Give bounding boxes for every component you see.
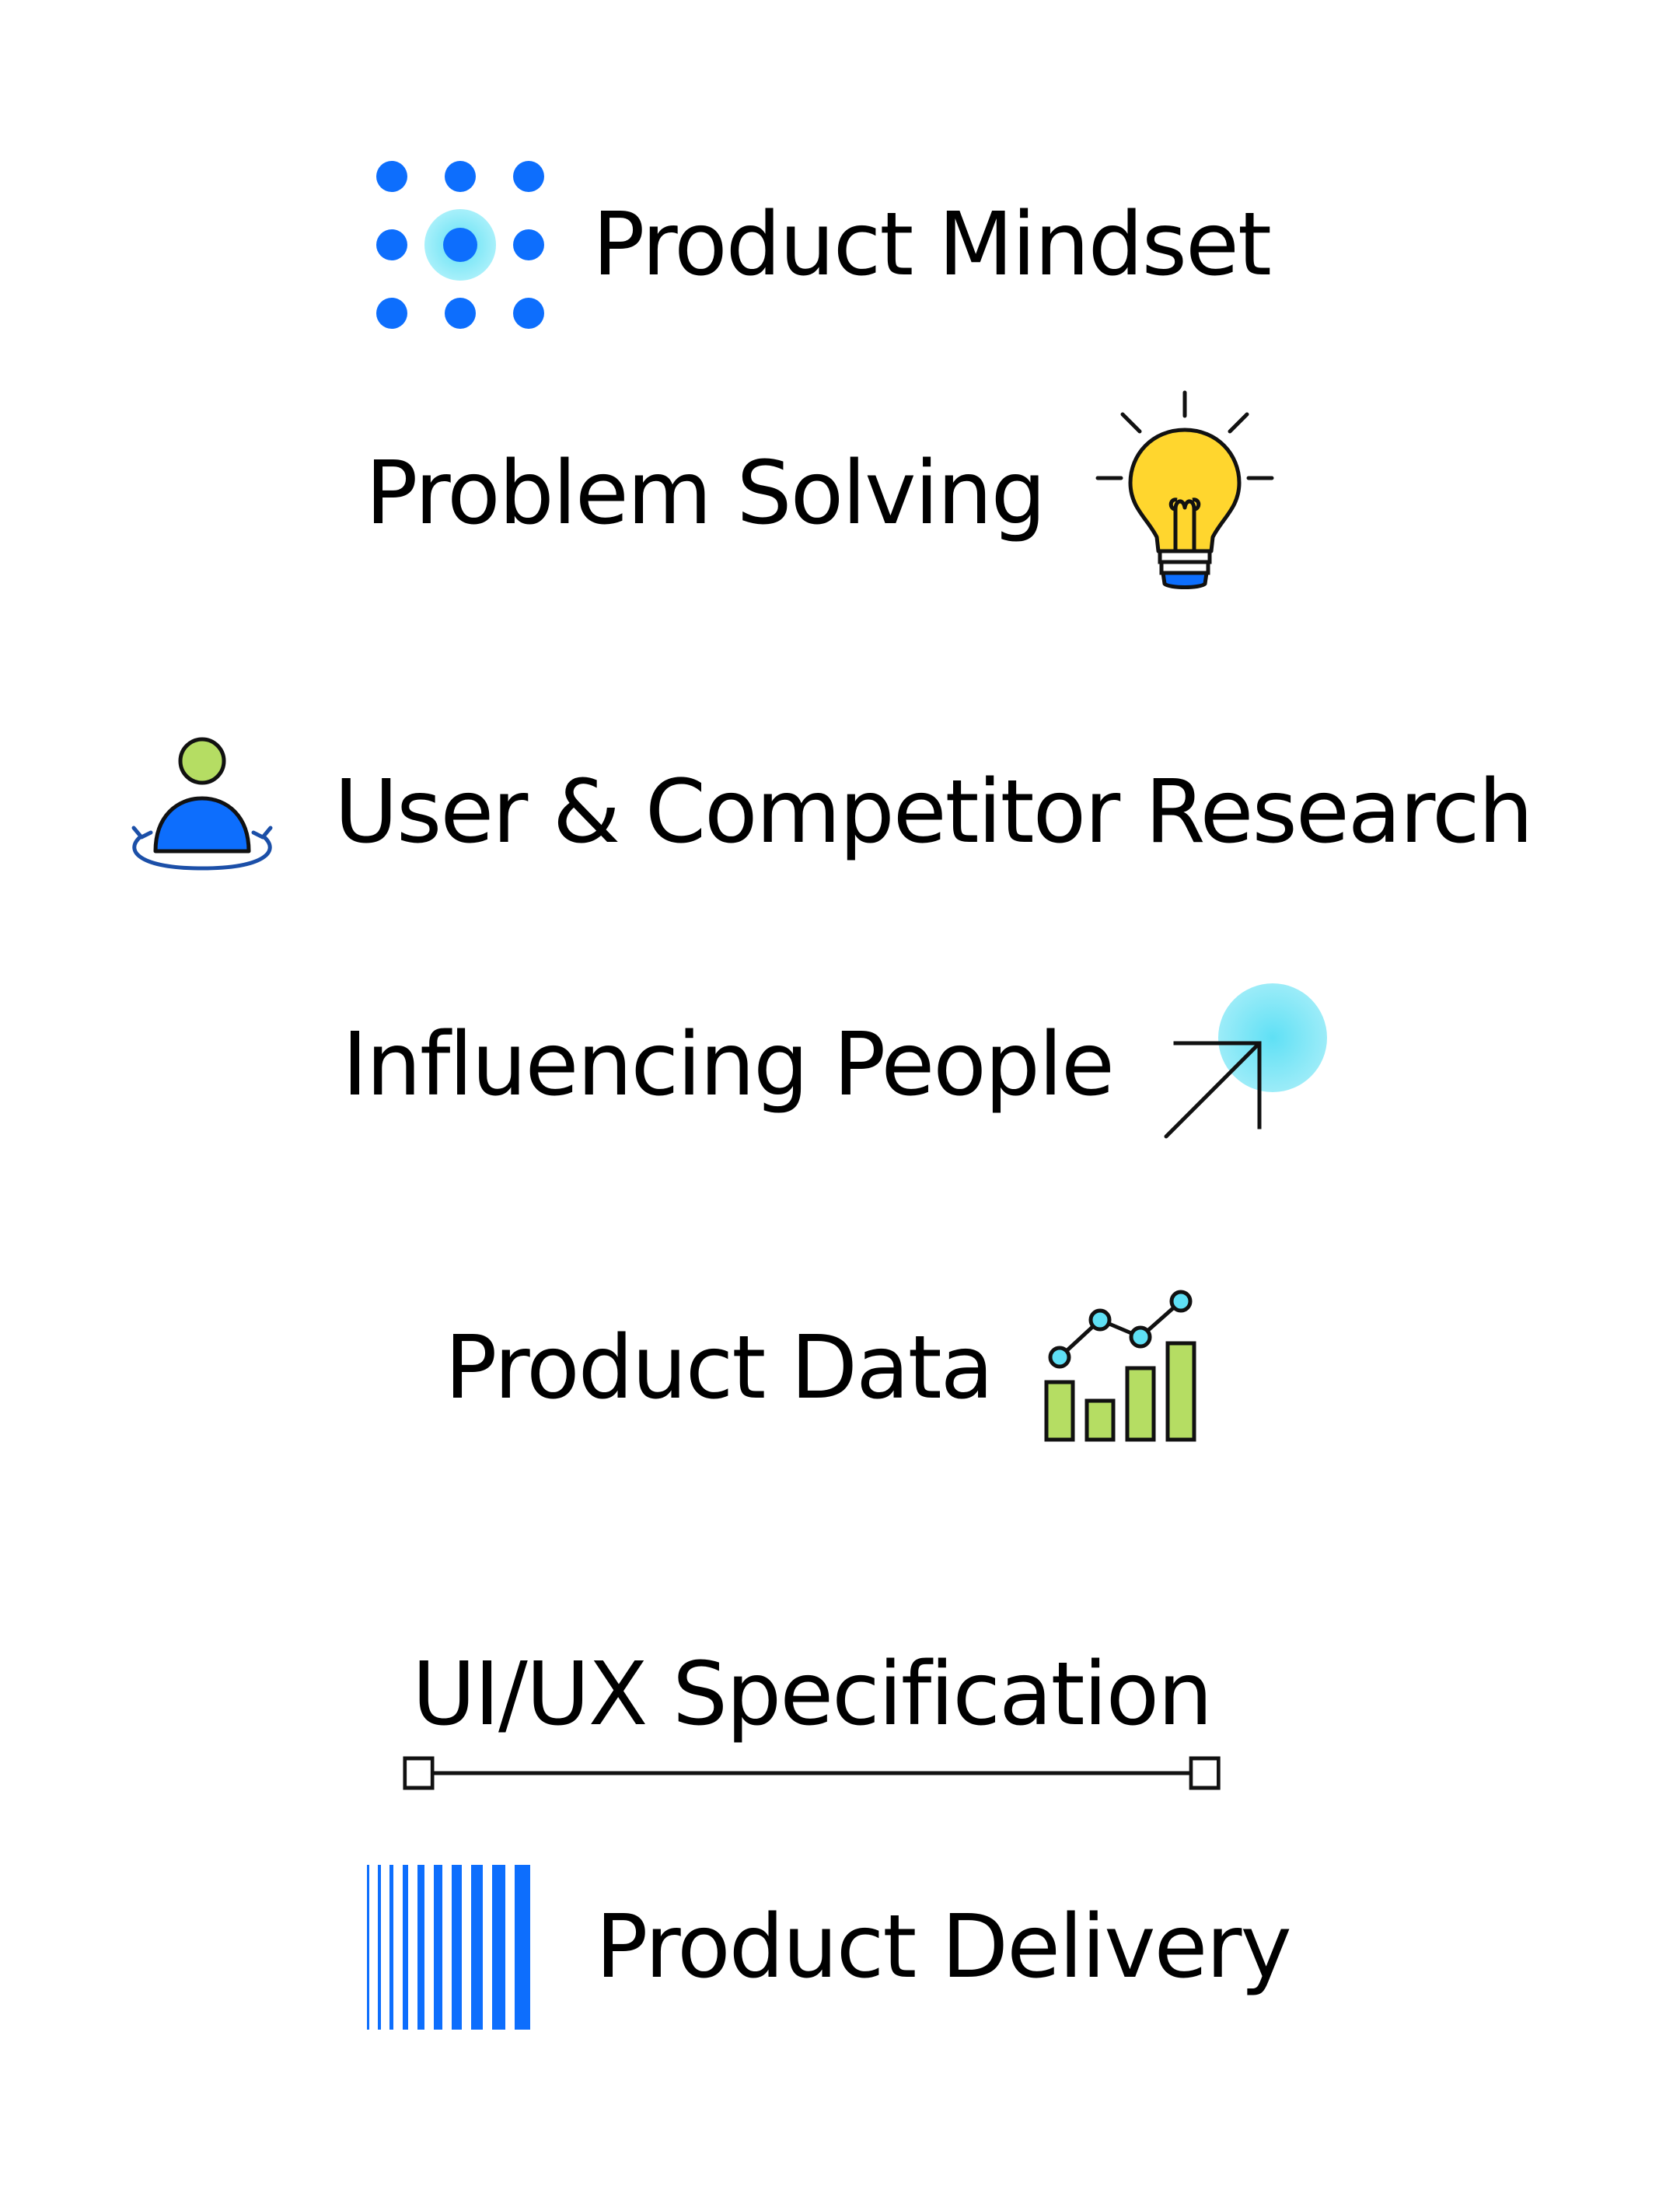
barcode-stripes-icon	[365, 1865, 541, 2030]
skill-item-influencing-people: Influencing People	[342, 972, 1331, 1158]
skill-item-product-mindset: Product Mindset	[375, 152, 1272, 338]
skill-label: UI/UX Specification	[412, 1644, 1213, 1745]
skill-label: Influencing People	[342, 1014, 1115, 1115]
spec-label-with-ruler: UI/UX Specification	[403, 1644, 1221, 1790]
skill-label: User & Competitor Research	[334, 762, 1533, 863]
user-orbit-icon	[117, 735, 288, 890]
skill-item-product-data: Product Data	[445, 1275, 1202, 1461]
skill-label: Problem Solving	[365, 443, 1046, 544]
skill-label: Product Mindset	[592, 194, 1272, 295]
skill-label: Product Data	[445, 1318, 994, 1419]
arrow-up-right-icon	[1160, 979, 1331, 1150]
skill-item-user-competitor-research: User & Competitor Research	[117, 719, 1533, 906]
ruler-line-icon	[403, 1756, 1221, 1793]
bar-chart-trend-icon	[1039, 1283, 1202, 1454]
dot-grid-icon	[375, 159, 546, 330]
skill-item-product-delivery: Product Delivery	[365, 1854, 1292, 2041]
skill-item-ui-ux-specification: UI/UX Specification	[403, 1601, 1221, 1790]
lightbulb-icon	[1091, 385, 1278, 602]
skill-label: Product Delivery	[596, 1897, 1292, 1998]
skill-item-problem-solving: Problem Solving	[365, 390, 1278, 589]
